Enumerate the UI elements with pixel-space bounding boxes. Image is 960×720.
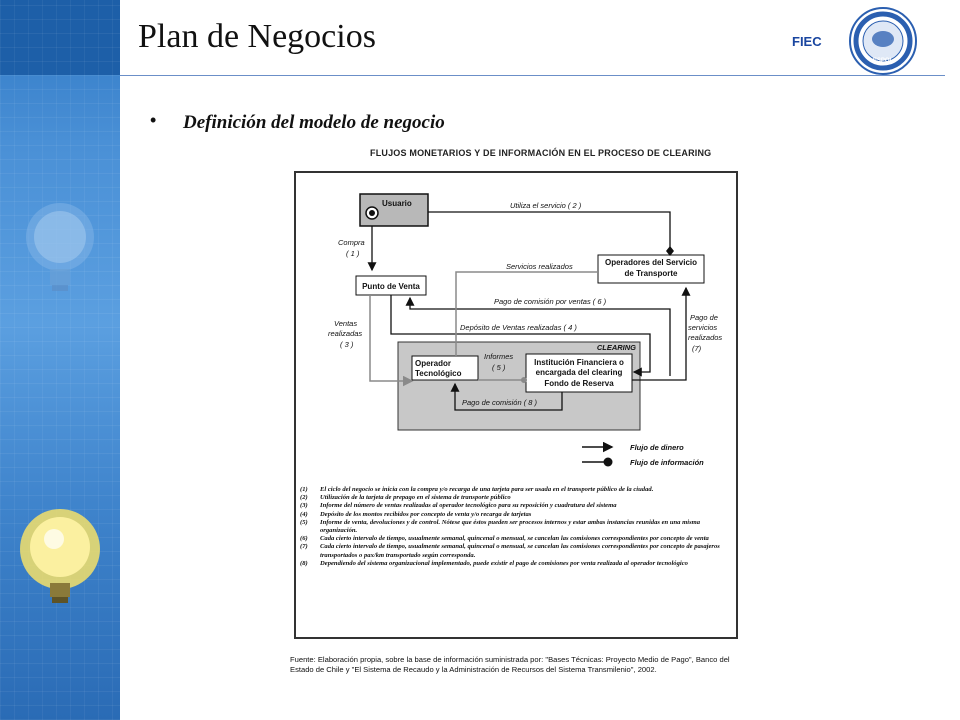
note-number: (4) [300,510,308,518]
note-item: (1) El ciclo del negocio se inicia con la… [300,486,732,494]
lightbulb-blue-icon [26,203,94,291]
bullet-marker: • [150,110,157,130]
page-title: Plan de Negocios [138,18,376,55]
note-text: Dependiendo del sistema organizacional i… [320,559,688,567]
note-item: (6) Cada cierto intervalo de tiempo, usua… [300,535,732,543]
note-number: (5) [300,518,308,526]
note-text: El ciclo del negocio se inicia con la co… [320,486,654,493]
bullet-heading: Definición del modelo de negocio [183,112,445,133]
note-number: (8) [300,559,308,567]
espol-seal-icon: ESPOL [849,7,917,75]
note-text: Depósito de los montos recibidos por con… [320,510,532,518]
note-text: Informe del número de ventas realizadas … [320,502,617,510]
figure-frame [294,171,738,639]
notes-list: (1) El ciclo del negocio se inicia con la… [300,486,732,568]
note-text: Cada cierto intervalo de tiempo, usualme… [320,543,720,559]
note-text: Utilización de la tarjeta de prepago en … [320,494,511,502]
note-number: (1) [300,486,308,493]
note-number: (2) [300,494,308,502]
band-top-stripe [0,0,120,75]
figure-source: Fuente: Elaboración propia, sobre la bas… [290,655,730,674]
note-text: Cada cierto intervalo de tiempo, usualme… [320,535,709,543]
band-grid-pattern [0,0,120,720]
note-item: (4) Depósito de los montos recibidos por … [300,511,732,519]
figure-title: FLUJOS MONETARIOS Y DE INFORMACIÓN EN EL… [370,148,712,158]
lightbulb-yellow-icon [20,509,100,603]
note-item: (8) Dependiendo del sistema organizaciona… [300,560,732,568]
note-text: Informe de venta, devoluciones y de cont… [320,518,701,535]
brand-label: FIEC [792,34,822,49]
note-number: (6) [300,535,308,543]
header-divider [120,75,945,76]
seal-text: ESPOL [873,58,894,64]
note-item: (5) Informe de venta, devoluciones y de c… [300,519,732,535]
note-item: (7) Cada cierto intervalo de tiempo, usua… [300,543,732,559]
note-number: (7) [300,543,308,551]
note-item: (2) Utilización de la tarjeta de prepago … [300,494,732,502]
left-decorative-band [0,0,120,720]
note-item: (3) Informe del número de ventas realizad… [300,502,732,510]
note-number: (3) [300,502,308,510]
